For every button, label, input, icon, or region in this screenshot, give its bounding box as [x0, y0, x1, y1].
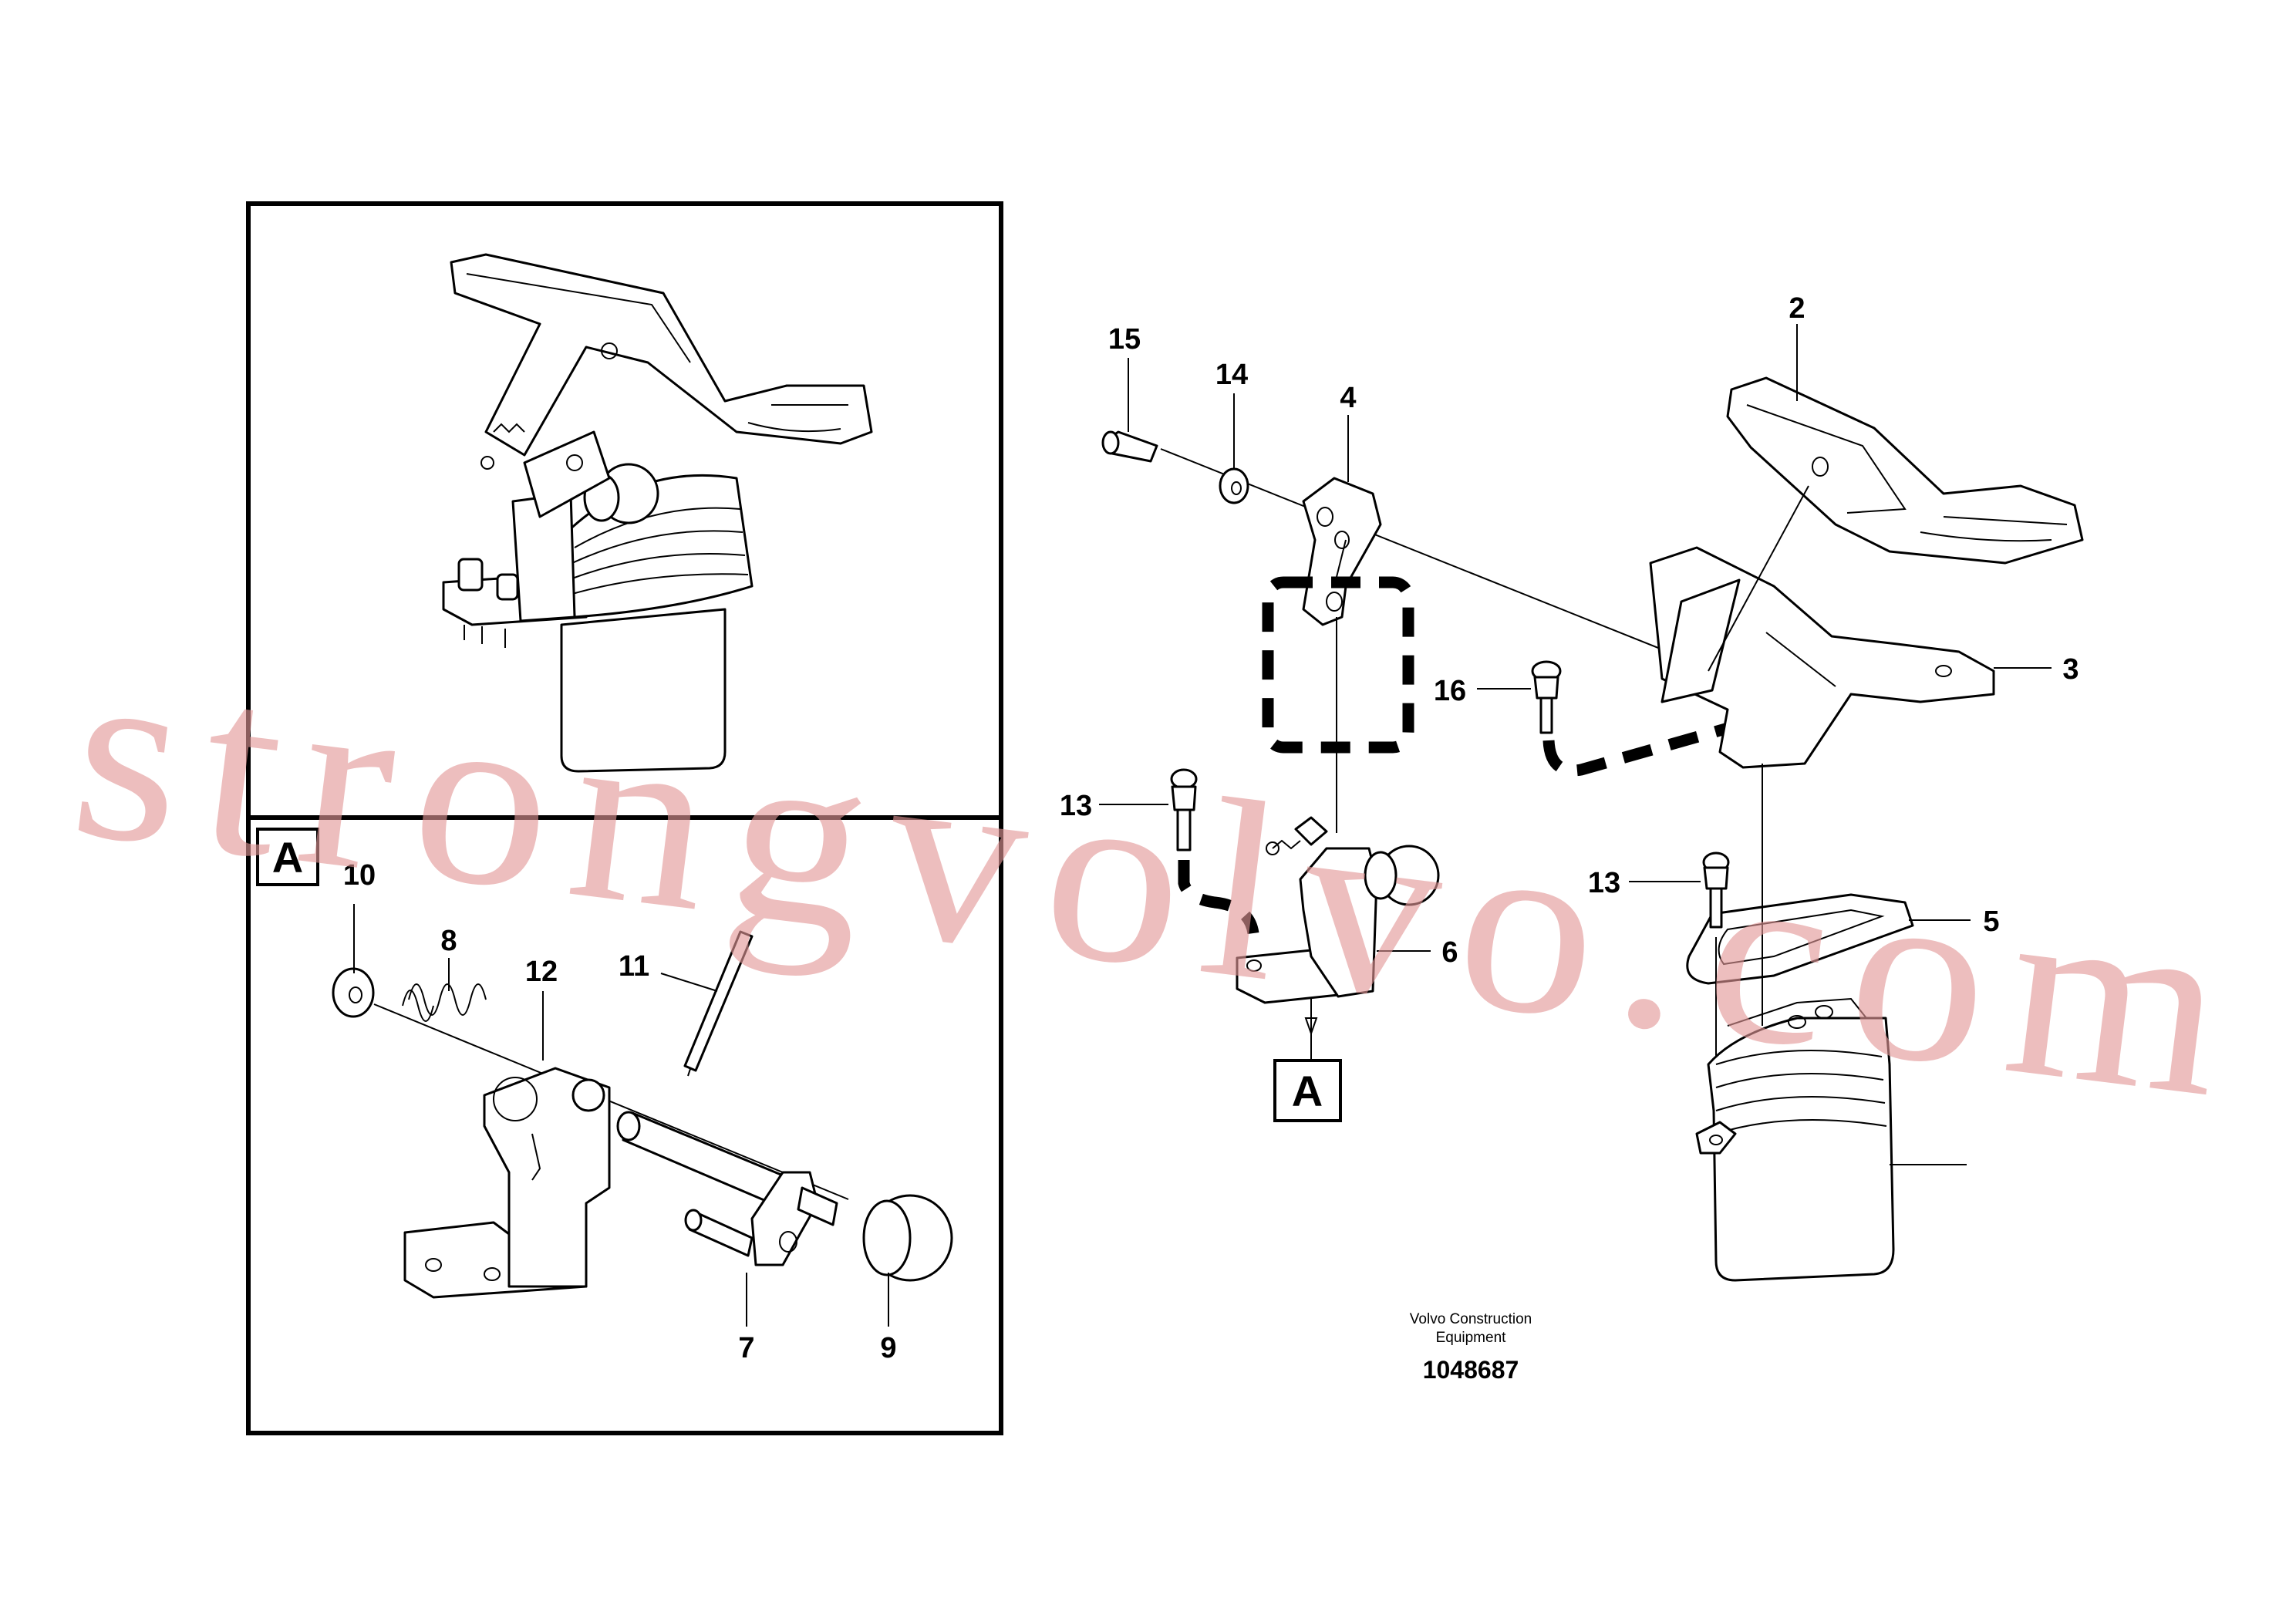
reference-label: A: [1292, 1067, 1323, 1115]
drawing-number: 1048687: [1423, 1356, 1519, 1384]
callout-10: 10: [343, 859, 376, 892]
callout-7: 7: [738, 1332, 754, 1364]
callouts: 2 3 4 5 6 7 8 9 10 11 12 13 13 14 15 16: [343, 292, 2079, 1364]
callout-11: 11: [619, 950, 649, 983]
callout-3: 3: [2062, 653, 2079, 686]
callout-13-left: 13: [1060, 790, 1092, 822]
callout-13-right: 13: [1588, 867, 1620, 899]
callout-5: 5: [1983, 905, 1999, 938]
callout-9: 9: [880, 1332, 896, 1364]
callout-15: 15: [1108, 323, 1141, 356]
callout-2: 2: [1789, 292, 1805, 325]
lever-exploded-view: A: [256, 828, 953, 1299]
leader-lines: [353, 324, 2052, 1327]
callout-14: 14: [1215, 359, 1248, 391]
credit-line-1: Volvo Construction: [1410, 1311, 1532, 1327]
callout-12: 12: [525, 956, 558, 988]
credit-line-2: Equipment: [1436, 1330, 1507, 1346]
callout-4: 4: [1340, 382, 1356, 414]
callout-6: 6: [1441, 936, 1458, 969]
inset-label: A: [272, 833, 303, 882]
main-exploded-view: A: [1101, 376, 2084, 1282]
assembled-pedal-view: [442, 253, 873, 773]
inset-frame: [246, 201, 1003, 1435]
callout-8: 8: [440, 925, 457, 957]
callout-16: 16: [1434, 675, 1466, 707]
